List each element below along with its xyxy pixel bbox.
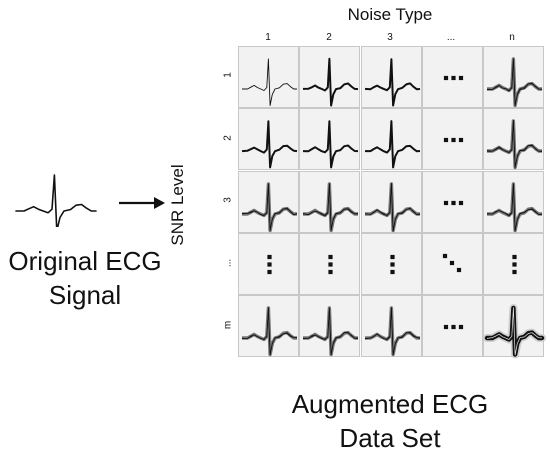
noise-type-title: Noise Type	[347, 5, 433, 24]
ecg-noise-low-icon	[303, 57, 359, 107]
ellipsis-vertical-icon	[389, 254, 395, 274]
ecg-noise-low-icon	[303, 120, 359, 169]
ellipsis-horizontal-icon	[443, 324, 463, 330]
grid-cell-r5-c5	[483, 295, 546, 359]
ellipsis-horizontal-icon	[443, 138, 463, 143]
ecg-noise-medium-icon	[486, 119, 543, 170]
ellipsis-diagonal-icon	[442, 253, 461, 272]
grid-cell-r4-c4	[421, 232, 483, 295]
grid-cell-r4-c1	[238, 232, 299, 295]
ecg-noise-low-icon	[364, 58, 420, 107]
grid-cell-r5-c1	[238, 295, 299, 357]
ecg-noise-medium-icon	[486, 57, 543, 108]
grid-cell-r2-c5	[483, 108, 544, 171]
ecg-noise-medium-icon	[241, 181, 298, 232]
ecg-noise-medium-icon	[303, 181, 359, 232]
grid-cell-r5-c3	[360, 295, 422, 357]
ellipsis-vertical-icon	[328, 254, 333, 274]
ellipsis-vertical-icon	[512, 254, 517, 274]
ellipsis-horizontal-icon	[443, 75, 463, 81]
row-label-ellipsis: ...	[222, 258, 234, 268]
ecg-noise-medium-icon	[364, 306, 420, 357]
ecg-noise-high-icon	[483, 304, 546, 359]
ecg-noise-medium-icon	[303, 306, 359, 357]
ecg-noise-medium-icon	[486, 181, 543, 232]
ecg-noise-medium-icon	[364, 181, 420, 232]
column-label-1: 1	[265, 32, 271, 43]
grid-cell-r1-c2	[299, 46, 361, 108]
original-ecg-trace	[15, 174, 97, 227]
row-label-m: m	[222, 320, 234, 330]
grid-cell-r3-c3	[360, 170, 422, 233]
row-label-3: 3	[222, 197, 234, 203]
grid-cell-r3-c2	[299, 170, 361, 233]
grid-cell-r2-c4	[421, 108, 483, 171]
ecg-noise-medium-icon	[241, 306, 298, 357]
original-caption-line-1: Original ECG	[8, 246, 162, 276]
grid-cell-r5-c2	[299, 295, 361, 357]
ecg-noise-low-icon	[241, 120, 298, 169]
grid-cell-r4-c3	[360, 232, 422, 295]
column-label-3: 3	[387, 32, 393, 43]
row-label-1: 1	[222, 72, 234, 78]
column-label-2: 2	[326, 32, 332, 43]
grid-cell-r4-c2	[299, 232, 361, 295]
ecg-clean-icon	[242, 58, 297, 106]
grid-cell-r2-c2	[299, 108, 361, 171]
column-label-ellipsis: ...	[446, 32, 456, 43]
grid-cell-r3-c4	[421, 170, 483, 233]
augmented-caption-line-2: Data Set	[339, 423, 441, 453]
augmented-caption-line-1: Augmented ECG	[291, 389, 489, 419]
augmented-grid	[238, 46, 546, 359]
grid-cell-r5-c4	[421, 295, 483, 357]
row-label-2: 2	[222, 135, 234, 141]
grid-cell-r3-c1	[238, 170, 299, 233]
grid-cell-r3-c5	[483, 170, 544, 233]
ellipsis-vertical-icon	[267, 254, 272, 274]
ellipsis-horizontal-icon	[443, 200, 463, 205]
grid-cell-r1-c4	[421, 46, 483, 108]
grid-cell-r4-c5	[483, 232, 544, 295]
grid-cell-r1-c1	[238, 46, 299, 108]
snr-level-title: SNR Level	[168, 164, 187, 246]
grid-cell-r1-c3	[360, 46, 422, 108]
ecg-noise-low-icon	[364, 120, 420, 169]
arrow-right-icon	[119, 197, 165, 209]
column-label-n: n	[509, 32, 515, 43]
grid-cell-r2-c3	[360, 108, 422, 171]
grid-cell-r1-c5	[483, 46, 544, 108]
original-caption-line-2: Signal	[48, 280, 122, 310]
grid-cell-r2-c1	[238, 108, 299, 171]
